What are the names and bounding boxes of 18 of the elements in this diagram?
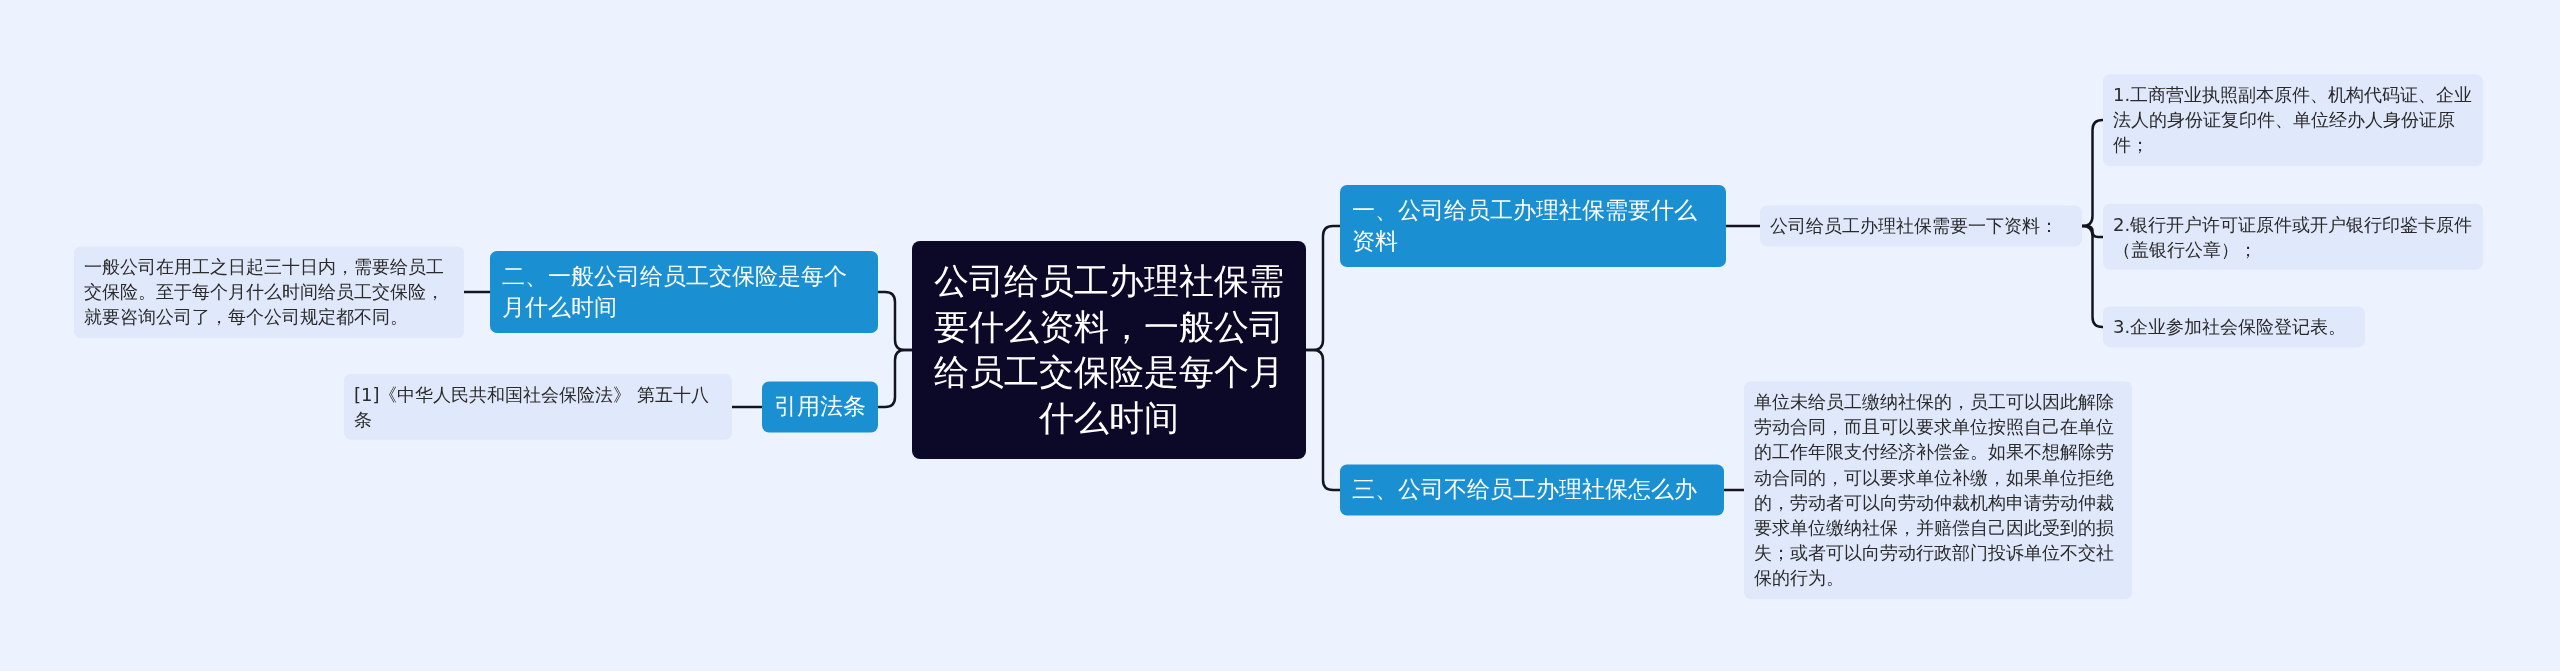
subtopic-box: 公司给员工办理社保需要一下资料： — [1760, 205, 2082, 247]
connector-line — [2081, 118, 2104, 228]
subtopic-box: 2.银行开户许可证原件或开户银行印鉴卡原件（盖银行公章）； — [2103, 203, 2483, 271]
subtopic-box: [1]《中华人民共和国社会保险法》 第五十八条 — [344, 373, 732, 441]
subtopic-box: 一般公司在用工之日起三十日内，需要给员工交保险。至于每个月什么时间给员工交保险，就要咨询公司了，每个公司规定都不同。 — [74, 246, 464, 338]
subtopic-box: 1.工商营业执照副本原件、机构代码证、企业法人的身份证复印件、单位经办人身份证原件； — [2103, 74, 2483, 166]
topic-box: 一、公司给员工办理社保需要什么资料 — [1340, 184, 1726, 268]
connector-line — [732, 405, 762, 409]
topic-box: 引用法条 — [762, 381, 878, 433]
connector-line — [2081, 224, 2104, 329]
topic-box: 二、一般公司给员工交保险是每个月什么时间 — [490, 250, 878, 334]
subtopic-box: 3.企业参加社会保险登记表。 — [2103, 306, 2365, 348]
subtopic-box: 单位未给员工缴纳社保的，员工可以因此解除劳动合同，而且可以要求单位按照自己在单位的工作年限支付经济补偿金。如果不想解除劳动合同的，可以要求单位补缴，如果单位拒绝的，劳动者可以向劳动仲裁机构申请劳动仲裁要求单位缴纳社保，并赔偿自己因此受到的损失；或者可以向劳动行政部门投诉单位不交社保的行为。 — [1744, 381, 2132, 599]
connector-line — [464, 290, 490, 294]
connector-line — [1724, 488, 1744, 492]
topic-box: 三、公司不给员工办理社保怎么办 — [1340, 464, 1724, 516]
central-topic-box: 公司给员工办理社保需要什么资料，一般公司给员工交保险是每个月什么时间 — [912, 241, 1306, 459]
connector-line — [1726, 224, 1760, 228]
